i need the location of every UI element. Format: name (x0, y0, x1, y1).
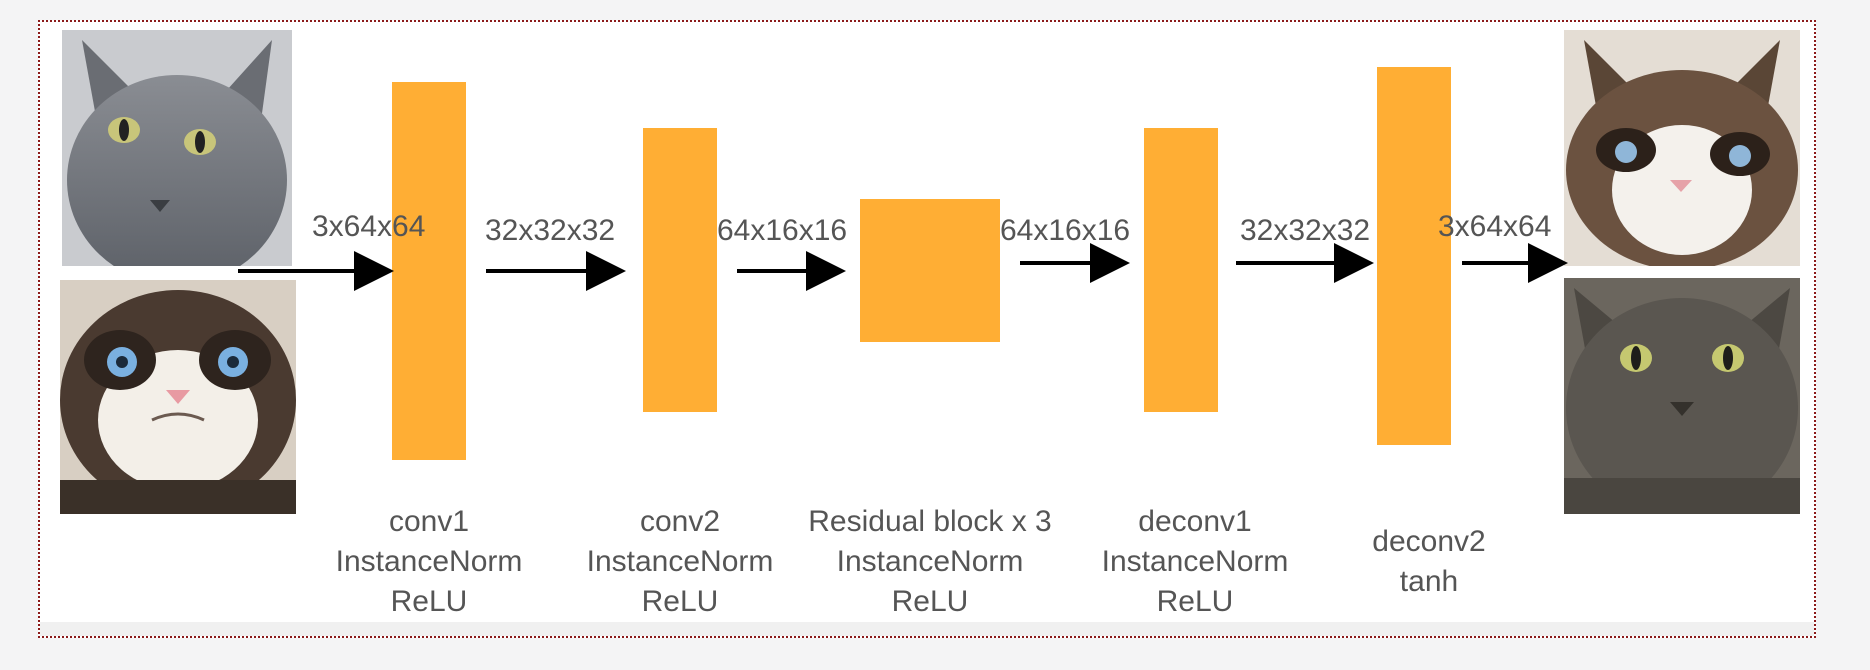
dim-label-deconv2-out: 3x64x64 (1438, 210, 1552, 243)
layer-label-line: InstanceNorm (586, 545, 774, 578)
layer-label-line: tanh (1399, 565, 1459, 598)
layer-label-line: InstanceNorm (836, 545, 1024, 578)
conv1-block (392, 82, 466, 460)
dim-label-conv1-out: 32x32x32 (485, 214, 616, 247)
layer-label-residual: Residual block x 3 InstanceNorm ReLU (795, 502, 1065, 622)
layer-label-line: Residual block x 3 (808, 505, 1052, 538)
conv2-block (643, 128, 717, 412)
output-image-grumpy-cat (1564, 30, 1800, 266)
deconv2-block (1377, 67, 1451, 445)
input-image-gray-cat (62, 30, 292, 266)
layer-label-line: conv2 (639, 505, 721, 538)
layer-label-line: conv1 (388, 505, 470, 538)
layer-label-line: deconv2 (1372, 525, 1486, 558)
layer-label-line: deconv1 (1138, 505, 1252, 538)
layer-label-conv2: conv2 InstanceNorm ReLU (545, 502, 815, 622)
layer-label-deconv2: deconv2 tanh (1294, 522, 1564, 602)
layer-label-line: ReLU (641, 585, 719, 618)
layer-label-line: InstanceNorm (335, 545, 523, 578)
input-image-grumpy-cat (60, 280, 296, 514)
layer-label-deconv1: deconv1 InstanceNorm ReLU (1060, 502, 1330, 622)
dim-label-input: 3x64x64 (312, 210, 426, 243)
dim-label-deconv1-out: 32x32x32 (1240, 214, 1371, 247)
layer-label-line: ReLU (1156, 585, 1234, 618)
deconv1-block (1144, 128, 1218, 412)
layer-label-line: ReLU (891, 585, 969, 618)
output-image-gray-cat (1564, 278, 1800, 514)
layer-label-conv1: conv1 InstanceNorm ReLU (294, 502, 564, 622)
layer-label-line: ReLU (390, 585, 468, 618)
frame-footer-strip (40, 622, 1814, 636)
residual-block (860, 199, 1000, 342)
dim-label-conv2-out: 64x16x16 (717, 214, 848, 247)
dim-label-residual-out: 64x16x16 (1000, 214, 1131, 247)
layer-label-line: InstanceNorm (1101, 545, 1289, 578)
